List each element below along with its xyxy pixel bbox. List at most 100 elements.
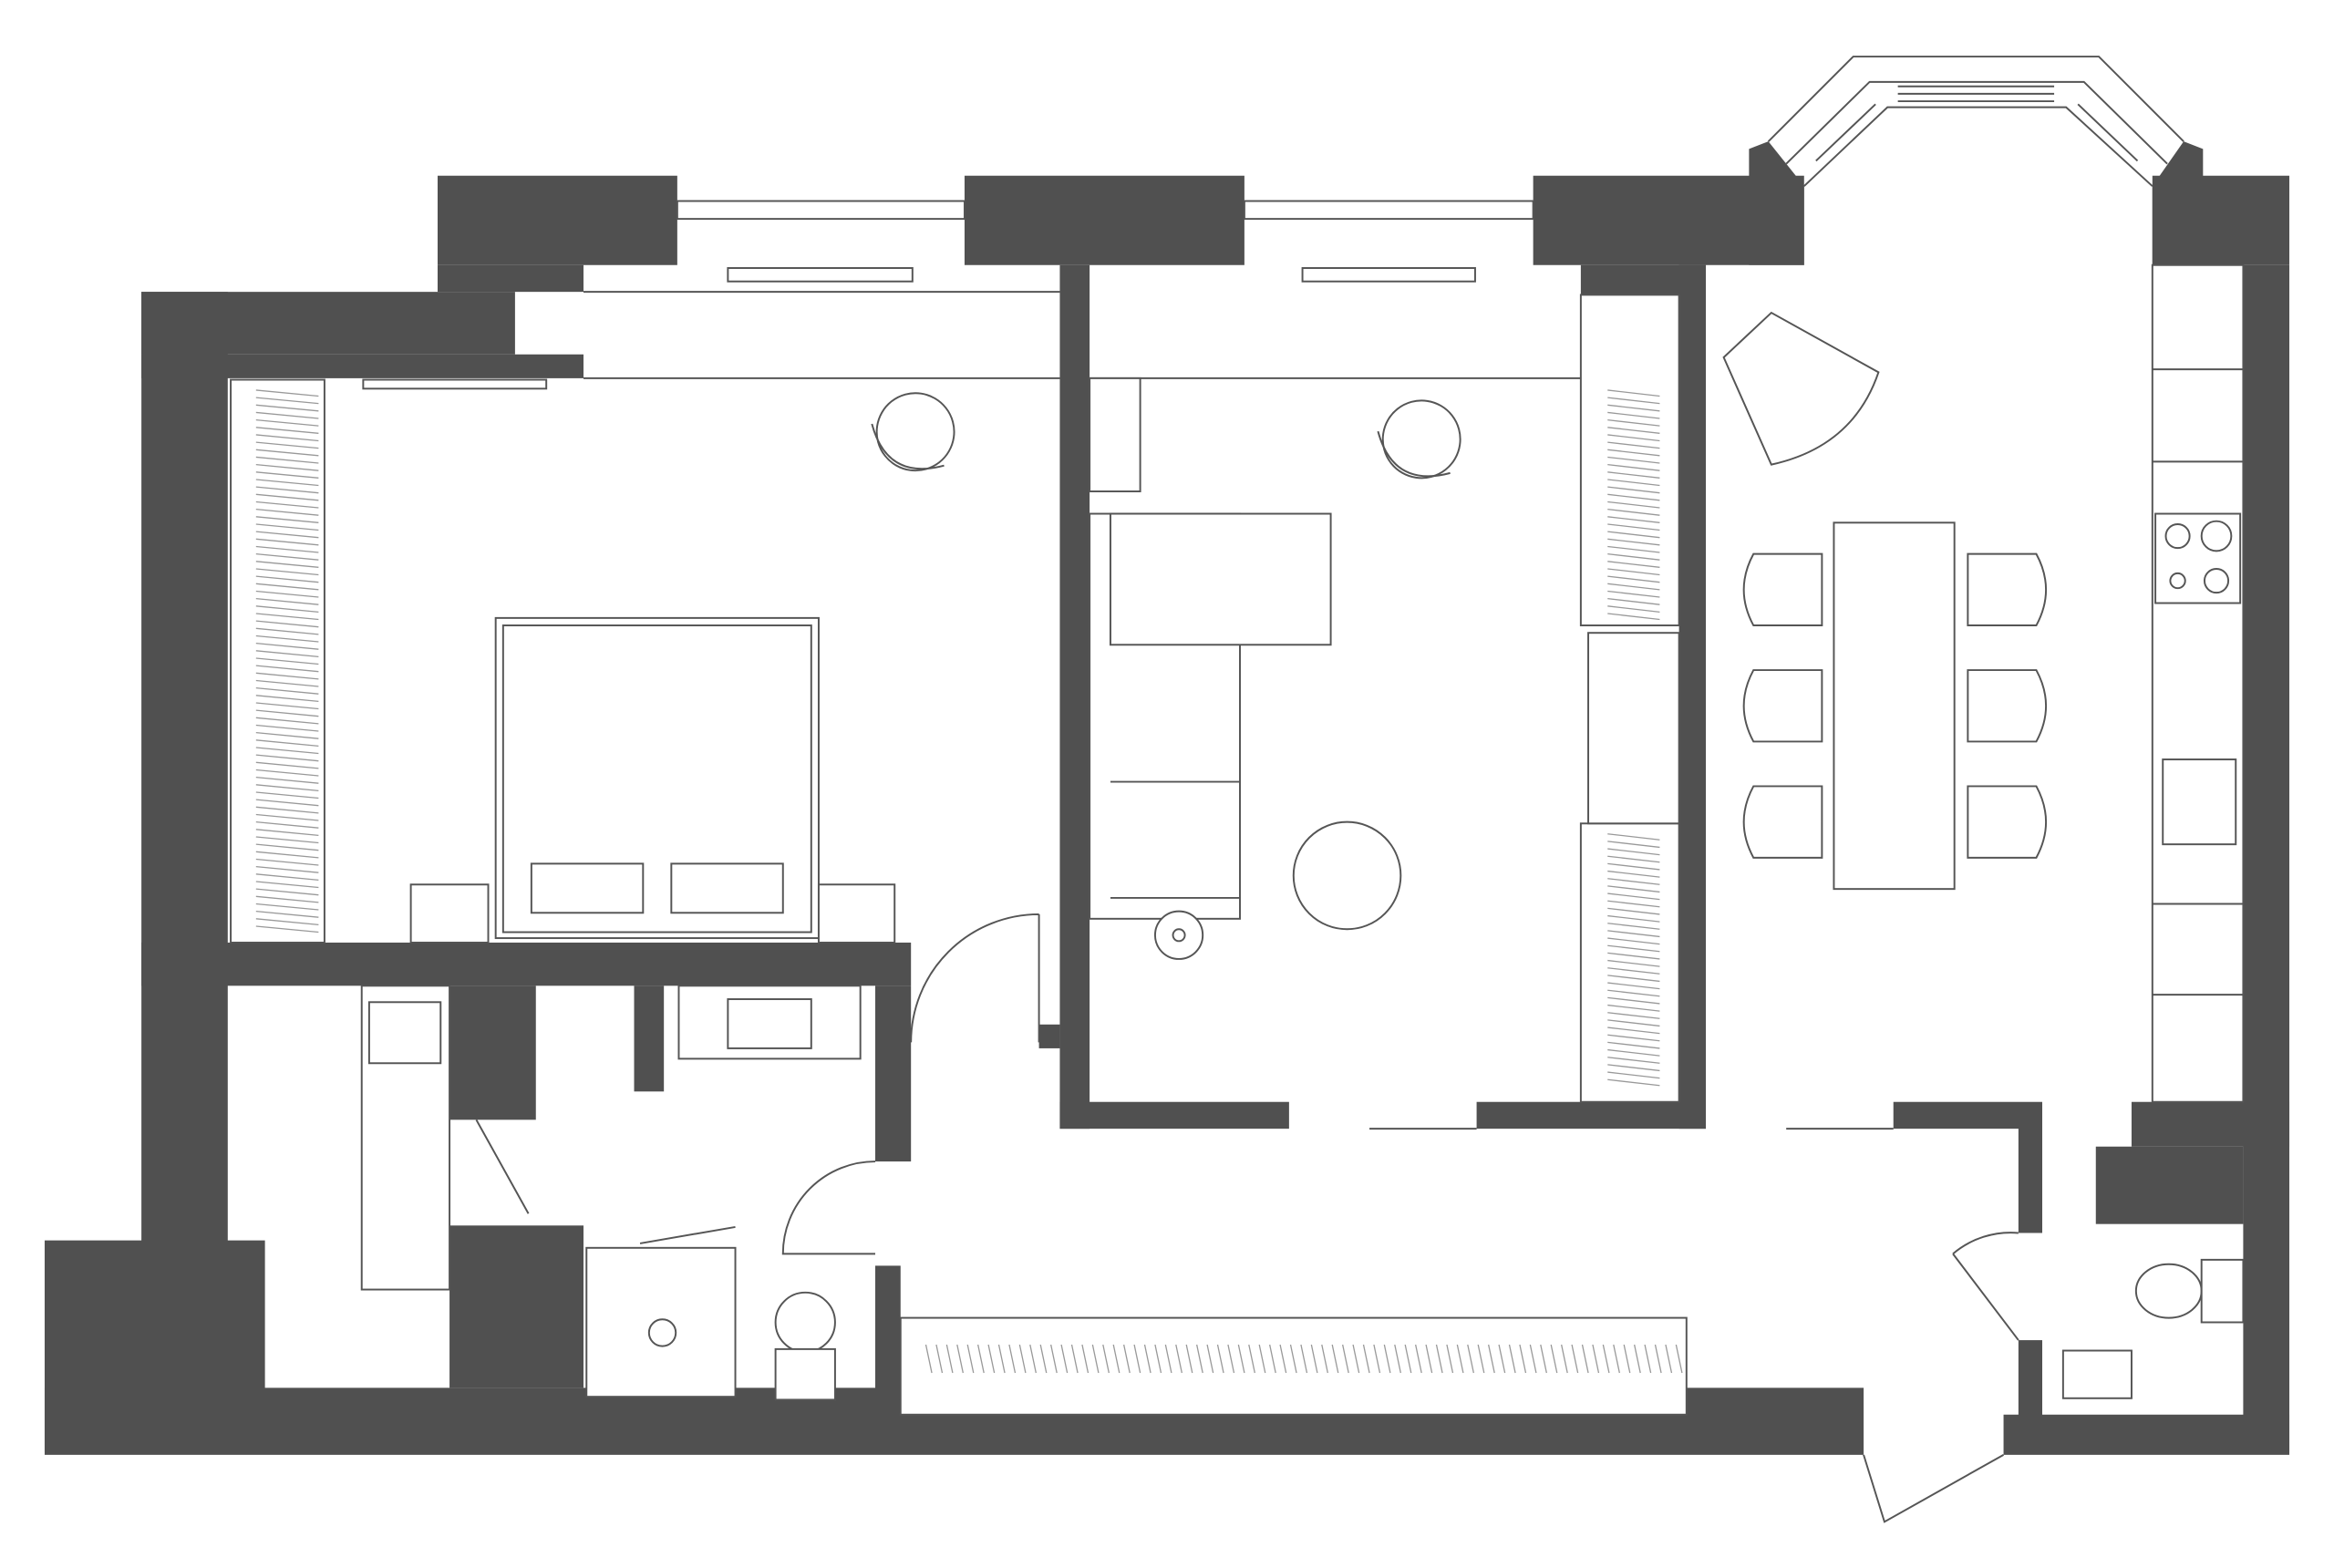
hatch-line xyxy=(255,776,319,784)
hatch-line xyxy=(977,1344,985,1374)
hatch-line xyxy=(1206,1344,1214,1374)
hatch-line xyxy=(1634,1344,1641,1374)
hatch-line xyxy=(1675,1344,1683,1374)
hatch-line xyxy=(255,851,319,859)
hatch-line xyxy=(255,829,319,837)
hatch-line xyxy=(1607,516,1660,523)
hatch-line xyxy=(255,434,319,442)
hatch-line xyxy=(1425,1344,1433,1374)
hatch-line xyxy=(255,411,319,419)
hatch-line xyxy=(1607,862,1660,871)
wall xyxy=(438,175,677,265)
hatch-line xyxy=(255,441,319,449)
wall xyxy=(2152,141,2204,265)
hatch-line xyxy=(1607,590,1660,598)
hatch-line xyxy=(1607,930,1660,938)
hatch-line xyxy=(1607,523,1660,531)
hatch-line xyxy=(1081,1344,1090,1374)
wall xyxy=(449,985,536,1120)
hatch-line xyxy=(1607,878,1660,885)
hatch-line xyxy=(1602,1344,1610,1374)
hatch-line xyxy=(255,427,319,434)
hatch-line xyxy=(1607,397,1660,405)
hatch-line xyxy=(255,873,319,882)
hatch-line xyxy=(1488,1344,1495,1374)
hatch-line xyxy=(1581,1344,1589,1374)
hatch-line xyxy=(255,397,319,405)
living-room-furniture xyxy=(1089,294,1680,1103)
hatch-line xyxy=(1607,456,1660,464)
hatch-line xyxy=(255,866,319,873)
wall xyxy=(1476,1101,1707,1130)
hatch-line xyxy=(1607,944,1660,953)
hatch-line xyxy=(255,679,319,687)
hatch-line xyxy=(1607,1019,1660,1027)
hatch-line xyxy=(1498,1344,1506,1374)
toilet xyxy=(774,1291,836,1354)
door-swing xyxy=(781,1161,876,1255)
hatch-line xyxy=(1607,389,1660,397)
bathrooms xyxy=(360,985,2245,1401)
bedroom-furniture xyxy=(230,378,955,944)
hatch-line xyxy=(1279,1344,1287,1374)
toilet xyxy=(2134,1263,2203,1319)
hatch-line xyxy=(1123,1344,1131,1374)
hatch-line xyxy=(255,836,319,844)
hatch-line xyxy=(1571,1344,1579,1374)
wall xyxy=(634,985,665,1092)
sink xyxy=(2061,1349,2133,1399)
hatch-line xyxy=(255,761,319,769)
radiator xyxy=(1301,267,1476,283)
bed-inner xyxy=(501,624,812,934)
hatch-line xyxy=(1607,583,1660,591)
hatch-line xyxy=(1607,1041,1660,1049)
hatch-line xyxy=(1300,1344,1308,1374)
hatch-line xyxy=(255,634,319,643)
washing-machine xyxy=(367,1001,442,1065)
hatch-line xyxy=(1607,427,1660,434)
burner xyxy=(2200,520,2233,552)
hatch-line xyxy=(1467,1344,1474,1374)
hatch-line xyxy=(1607,1004,1660,1012)
hatch-line xyxy=(255,754,319,762)
hatch-line xyxy=(1175,1344,1182,1374)
hatch-line xyxy=(1607,1012,1660,1019)
hatch-line xyxy=(1607,1034,1660,1042)
hatch-line xyxy=(255,717,319,725)
hatch-line xyxy=(1607,885,1660,893)
wardrobe xyxy=(1579,822,1680,1103)
sofa-chaise xyxy=(1109,512,1332,646)
hatch-line xyxy=(1607,967,1660,975)
hatch-line xyxy=(255,911,319,918)
radiator xyxy=(727,267,914,283)
hatch-line xyxy=(1227,1344,1235,1374)
shelf xyxy=(1089,377,1141,493)
hatch-line xyxy=(1607,493,1660,501)
hatch-line xyxy=(255,531,319,539)
hatch-line xyxy=(945,1344,954,1374)
hatch-line xyxy=(1607,1071,1660,1079)
hatch-line xyxy=(255,650,319,657)
hatch-line xyxy=(1269,1344,1276,1374)
hatch-line xyxy=(1091,1344,1100,1374)
dining-chair xyxy=(1742,669,1823,743)
hatch-line xyxy=(1607,552,1660,561)
hatch-line xyxy=(255,568,319,576)
hatch-line xyxy=(255,575,319,583)
wall xyxy=(964,175,1244,265)
hatch-line xyxy=(1607,434,1660,442)
hatch-line xyxy=(1070,1344,1079,1374)
tv-unit xyxy=(1587,632,1680,825)
wall xyxy=(2018,1109,2042,1233)
hatch-line xyxy=(1607,597,1660,605)
hatch-line xyxy=(255,903,319,911)
hatch-line xyxy=(1607,870,1660,878)
hatch-line xyxy=(1394,1344,1401,1374)
hatch-line xyxy=(1607,418,1660,427)
hall-wardrobe xyxy=(899,1316,1688,1416)
hatch-line xyxy=(1237,1344,1245,1374)
wall xyxy=(2243,264,2290,1452)
dining-chair xyxy=(1967,669,2048,743)
hatch-line xyxy=(1607,568,1660,576)
